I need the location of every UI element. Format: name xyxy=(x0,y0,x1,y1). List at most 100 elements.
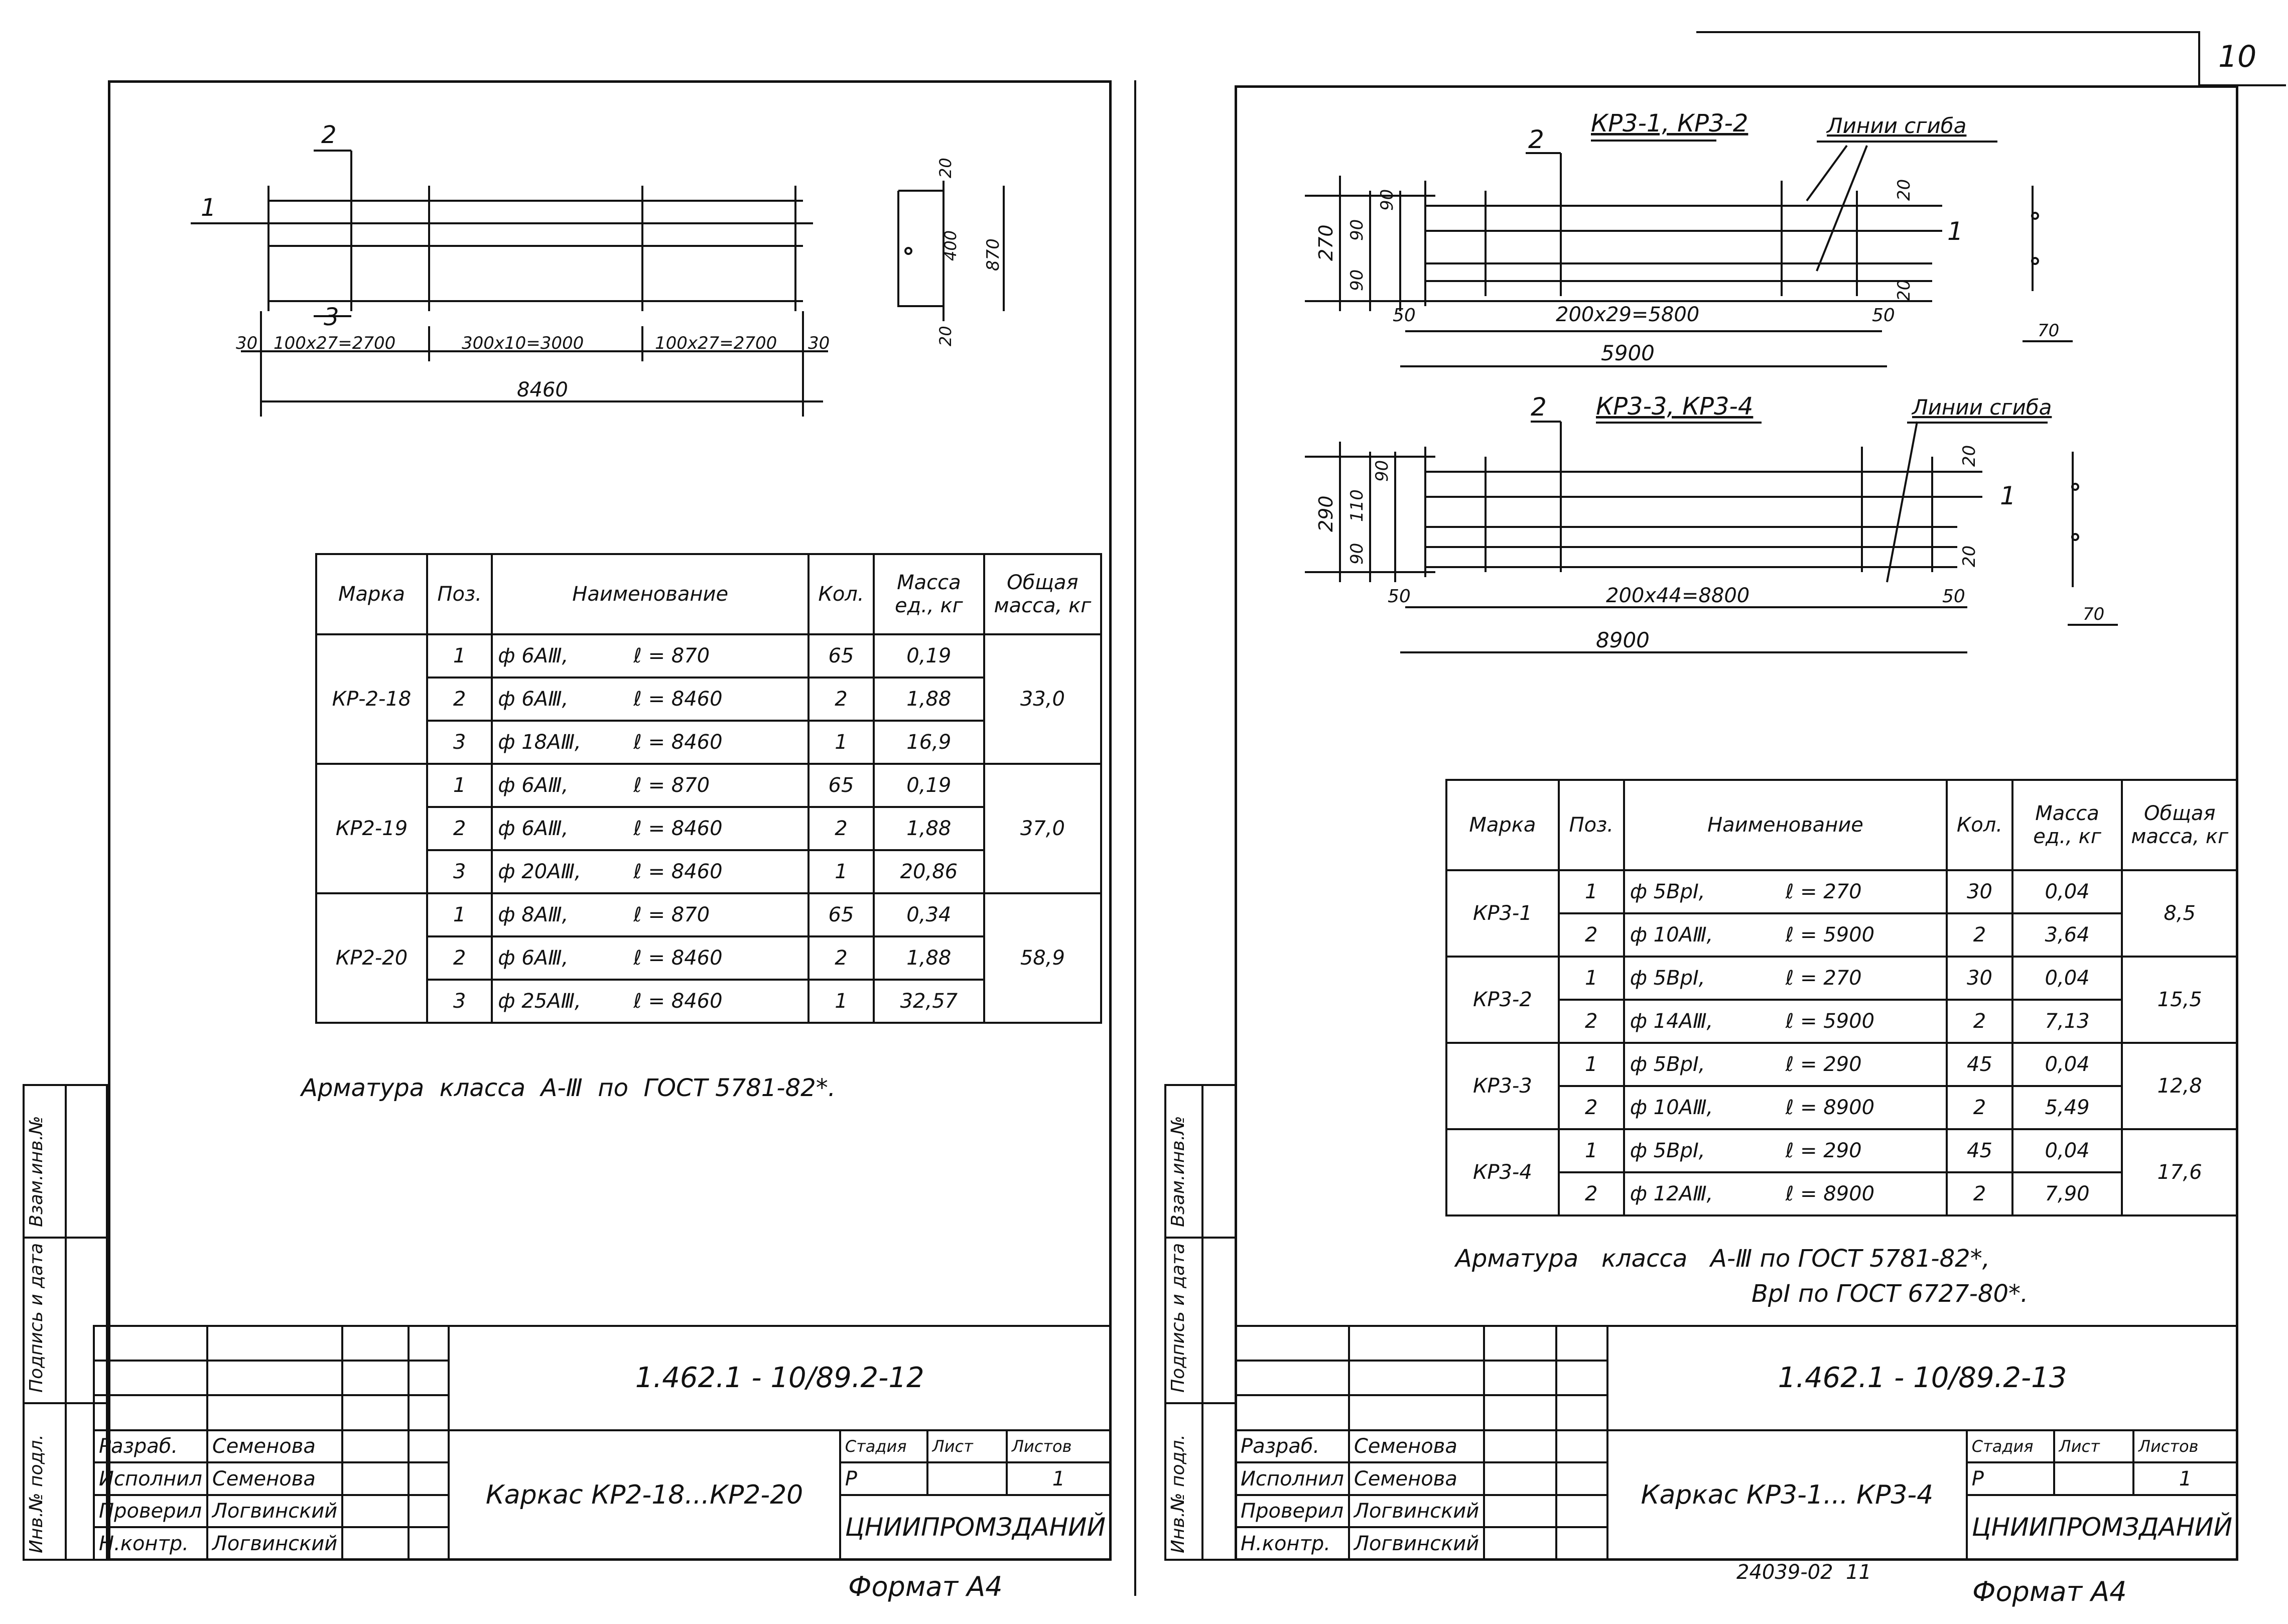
name-cell: Логвинский xyxy=(1348,1494,1486,1529)
r2-section: 70 xyxy=(2083,604,2104,624)
r1-dim-90c: 90 xyxy=(1377,189,1397,211)
pos-cell: 3 xyxy=(426,849,493,894)
name-cell: ф 14АⅢ, ℓ = 5900 xyxy=(1623,999,1948,1044)
r1-dim-270: 270 xyxy=(1315,224,1337,261)
dia-text: ф 6АⅢ, xyxy=(498,946,569,970)
col-pos-header: Поз. xyxy=(426,553,493,635)
pos-cell: 2 xyxy=(426,806,493,851)
len-text: ℓ = 270 xyxy=(1785,880,1862,903)
dia-text: ф 5ВрⅠ, xyxy=(1630,1053,1705,1076)
signature-cell xyxy=(1483,1494,1557,1529)
pos-cell: 1 xyxy=(1557,869,1625,914)
qty-cell: 30 xyxy=(1946,869,2013,914)
sheets-value: 1 xyxy=(1005,1461,1112,1496)
left-side-strip xyxy=(23,1084,108,1561)
right-title-block: 1.462.1 - 10/89.2-13 Разраб. Семенова Ка… xyxy=(1235,1324,2239,1561)
name-cell: ф 5ВрⅠ,ℓ = 290 xyxy=(1623,1128,1948,1173)
right-side-label-inv: Инв.№ подл. xyxy=(1168,1434,1188,1553)
page-number-box xyxy=(2198,31,2286,86)
r2-dim-90c: 90 xyxy=(1372,460,1392,482)
mass-cell: 0,04 xyxy=(2011,956,2123,1001)
left-side-label-replace: Взам.инв.№ xyxy=(26,1116,47,1227)
name-cell: ф 18АⅢ,ℓ = 8460 xyxy=(491,720,810,765)
len-text: ℓ = 8460 xyxy=(633,946,723,970)
r2-dim-110: 110 xyxy=(1347,489,1367,522)
pos-cell: 1 xyxy=(1557,1042,1625,1087)
dia-text: ф 6АⅢ, xyxy=(498,774,569,797)
left-doc-code: 1.462.1 - 10/89.2-12 xyxy=(448,1325,1112,1431)
mass-cell: 16,9 xyxy=(872,720,985,765)
pos-cell: 1 xyxy=(1557,956,1625,1001)
mass-cell: 32,57 xyxy=(872,979,985,1024)
pos-cell: 3 xyxy=(426,979,493,1024)
name-cell: ф 10АⅢ,ℓ = 5900 xyxy=(1623,912,1948,958)
r1-callout-2: 2 xyxy=(1528,125,1544,154)
right-org-name: ЦНИИПРОМЗДАНИЙ xyxy=(1965,1494,2239,1561)
len-text: ℓ = 290 xyxy=(1785,1139,1862,1162)
pos-cell: 1 xyxy=(426,763,493,808)
col-name-header: Наименование xyxy=(491,553,810,635)
mass-cell: 0,04 xyxy=(2011,1128,2123,1173)
dia-text: ф 5ВрⅠ, xyxy=(1630,880,1705,903)
pos-cell: 2 xyxy=(426,676,493,722)
role-cell: Разраб. xyxy=(93,1429,208,1464)
len-text: ℓ = 270 xyxy=(1785,967,1862,990)
left-dim-span-3: 100x27=2700 xyxy=(655,333,777,353)
left-note: Арматура класса А-Ⅲ по ГОСТ 5781-82*. xyxy=(301,1074,836,1102)
left-dim-total: 8460 xyxy=(517,378,568,401)
right-side-label-replace: Взам.инв.№ xyxy=(1168,1116,1188,1227)
stage-value: Р xyxy=(1965,1461,2055,1496)
col-name-header: Наименование xyxy=(1623,779,1948,871)
qty-cell: 45 xyxy=(1946,1042,2013,1087)
sheets-header: Листов xyxy=(2132,1429,2239,1464)
pos-cell: 2 xyxy=(1557,999,1625,1044)
top-rule xyxy=(1696,31,2198,33)
len-text: ℓ = 8900 xyxy=(1785,1096,1875,1119)
qty-cell: 45 xyxy=(1946,1128,2013,1173)
r1-title: КР3-1, КР3-2 xyxy=(1591,109,1748,138)
mass-cell: 3,64 xyxy=(2011,912,2123,958)
mark-cell: КР2-20 xyxy=(315,892,429,1024)
role-cell: Н.контр. xyxy=(1235,1526,1350,1561)
dia-text: ф 18АⅢ, xyxy=(498,731,581,754)
left-format: Формат А4 xyxy=(848,1571,1003,1602)
dia-text: ф 10АⅢ, xyxy=(1630,923,1713,946)
len-text: ℓ = 8460 xyxy=(633,688,723,711)
mark-cell: КР2-19 xyxy=(315,763,429,894)
mass-cell: 1,88 xyxy=(872,676,985,722)
len-text: ℓ = 5900 xyxy=(1785,1010,1875,1033)
pos-cell: 2 xyxy=(426,935,493,981)
left-side-label-inv: Инв.№ подл. xyxy=(26,1434,47,1553)
len-text: ℓ = 8900 xyxy=(1785,1182,1875,1205)
r1-end-b: 50 xyxy=(1872,305,1895,326)
qty-cell: 1 xyxy=(807,720,875,765)
r1-dim-90b: 90 xyxy=(1347,219,1367,241)
total-mass-cell: 12,8 xyxy=(2121,1042,2238,1130)
col-mark-header: Марка xyxy=(1445,779,1560,871)
col-mass-header: Масса ед., кг xyxy=(2011,779,2123,871)
mark-cell: КР3-4 xyxy=(1445,1128,1560,1216)
dia-text: ф 8АⅢ, xyxy=(498,903,569,926)
stage-header: Стадия xyxy=(1965,1429,2055,1464)
mass-cell: 20,86 xyxy=(872,849,985,894)
total-mass-cell: 8,5 xyxy=(2121,869,2238,958)
left-dim-span-2: 300x10=3000 xyxy=(462,333,584,353)
signature-cell xyxy=(1483,1429,1557,1464)
role-cell: Исполнил xyxy=(93,1461,208,1496)
right-rebar-drawing-1: КР3-1, КР3-2 Линии сгиба 2 1 270 90 90 9… xyxy=(1305,109,2073,367)
sheet-header: Лист xyxy=(926,1429,1008,1464)
dia-text: ф 10АⅢ, xyxy=(1630,1096,1713,1119)
left-section-dim-c: 870 xyxy=(983,238,1003,271)
r2-dim-20a: 20 xyxy=(1959,445,1979,467)
dia-text: ф 14АⅢ, xyxy=(1630,1010,1713,1033)
bottom-code: 24039-02 11 xyxy=(1736,1561,1871,1584)
len-text: ℓ = 8460 xyxy=(633,860,723,883)
left-section-dim-d: 20 xyxy=(936,326,955,346)
sheet-header: Лист xyxy=(2053,1429,2134,1464)
name-cell: ф 6АⅢ,ℓ = 8460 xyxy=(491,676,810,722)
mass-cell: 0,19 xyxy=(872,763,985,808)
qty-cell: 2 xyxy=(1946,999,2013,1044)
pos-cell: 3 xyxy=(426,720,493,765)
left-side-label-sign: Подпись и дата xyxy=(26,1243,47,1393)
left-section-dim-b: 400 xyxy=(941,230,960,261)
